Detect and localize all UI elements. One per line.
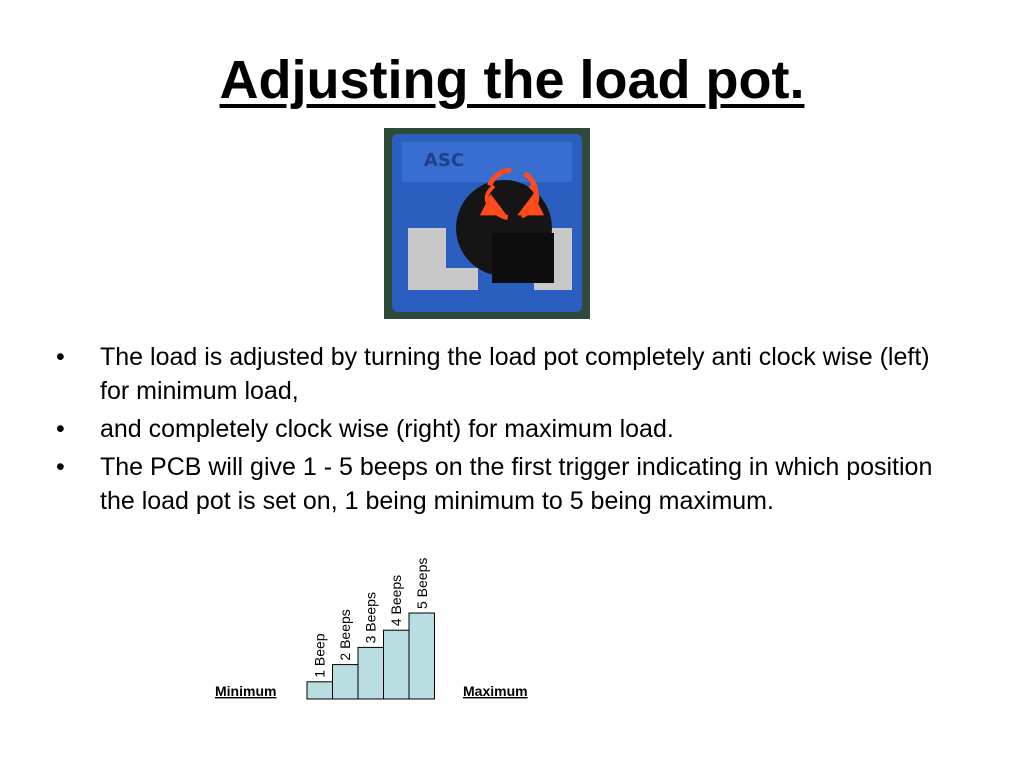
beeps-chart-svg: 1 Beep 2 Beeps 3 Beeps 4 Beeps 5 BeepsMinimu… bbox=[215, 558, 528, 700]
bullet-item: • and completely clock wise (right) for … bbox=[56, 412, 956, 446]
minimum-label: Minimum bbox=[215, 683, 276, 699]
bar-4 bbox=[383, 629, 410, 700]
bullet-item: • The PCB will give 1 - 5 beeps on the f… bbox=[56, 450, 956, 518]
bullet-dot: • bbox=[56, 415, 65, 443]
bar-label-4: 4 Beeps bbox=[388, 575, 404, 626]
bullet-dot: • bbox=[56, 343, 65, 371]
bar-5 bbox=[408, 612, 435, 700]
bullet-text: The load is adjusted by turning the load… bbox=[100, 343, 930, 405]
bullet-list: • The load is adjusted by turning the lo… bbox=[56, 340, 956, 522]
bar-2 bbox=[332, 664, 359, 700]
load-pot-photo: ASC bbox=[384, 128, 590, 319]
bar-label-1: 1 Beep bbox=[312, 633, 328, 678]
bullet-item: • The load is adjusted by turning the lo… bbox=[56, 340, 956, 408]
bar-1 bbox=[306, 681, 333, 700]
bar-label-2: 2 Beeps bbox=[337, 609, 353, 660]
svg-text:ASC: ASC bbox=[424, 150, 464, 171]
maximum-label: Maximum bbox=[463, 683, 528, 699]
bullet-dot: • bbox=[56, 453, 65, 481]
slide-title: Adjusting the load pot. bbox=[219, 50, 805, 110]
bar-3 bbox=[357, 646, 384, 700]
bar-label-5: 5 Beeps bbox=[414, 558, 430, 609]
bullet-text: The PCB will give 1 - 5 beeps on the fir… bbox=[100, 453, 933, 515]
bar-label-3: 3 Beeps bbox=[363, 592, 379, 643]
bullet-text: and completely clock wise (right) for ma… bbox=[100, 415, 674, 443]
